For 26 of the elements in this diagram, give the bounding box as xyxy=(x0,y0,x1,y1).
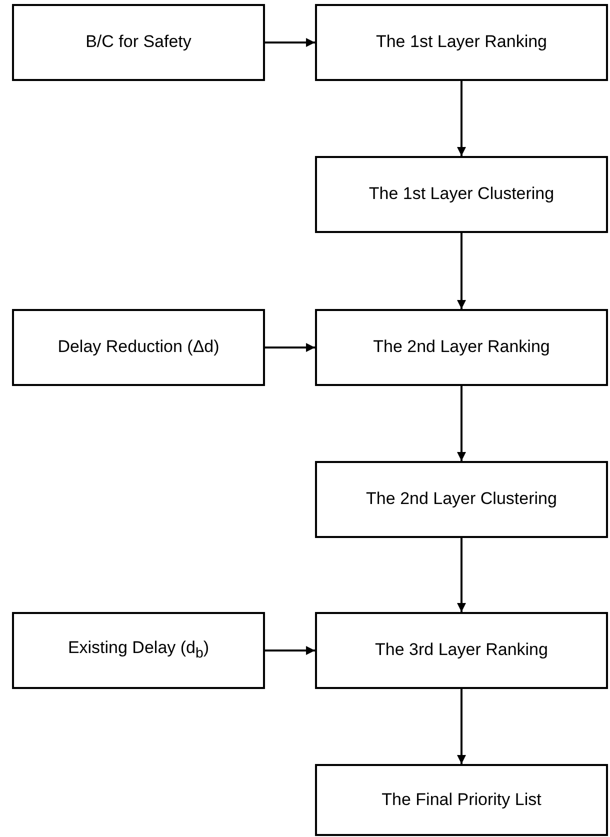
process-box xyxy=(12,612,265,689)
arrow xyxy=(457,81,466,156)
box-label: The 3rd Layer Ranking xyxy=(375,640,548,661)
process-box xyxy=(315,4,608,81)
box-label: The Final Priority List xyxy=(382,790,542,810)
box-label: B/C for Safety xyxy=(86,32,192,53)
box-label: The 1st Layer Clustering xyxy=(368,184,554,205)
arrow xyxy=(265,38,315,47)
arrow xyxy=(265,343,315,352)
box-label: The 2nd Layer Clustering xyxy=(366,489,557,510)
process-box xyxy=(315,764,608,836)
arrow xyxy=(457,689,466,764)
box-label: The 1st Layer Ranking xyxy=(376,32,548,53)
process-box xyxy=(12,309,265,386)
process-box xyxy=(12,4,265,81)
process-box xyxy=(315,612,608,689)
box-label: The 2nd Layer Ranking xyxy=(373,337,550,358)
box-label: Delay Reduction (Δd) xyxy=(58,337,220,358)
process-box xyxy=(315,461,608,538)
process-box xyxy=(315,309,608,386)
box-label: Existing Delay (d$_{b}$) xyxy=(68,638,210,663)
arrow xyxy=(457,538,466,612)
arrow xyxy=(457,386,466,461)
arrow xyxy=(457,233,466,309)
arrow xyxy=(265,646,315,655)
process-box xyxy=(315,156,608,233)
